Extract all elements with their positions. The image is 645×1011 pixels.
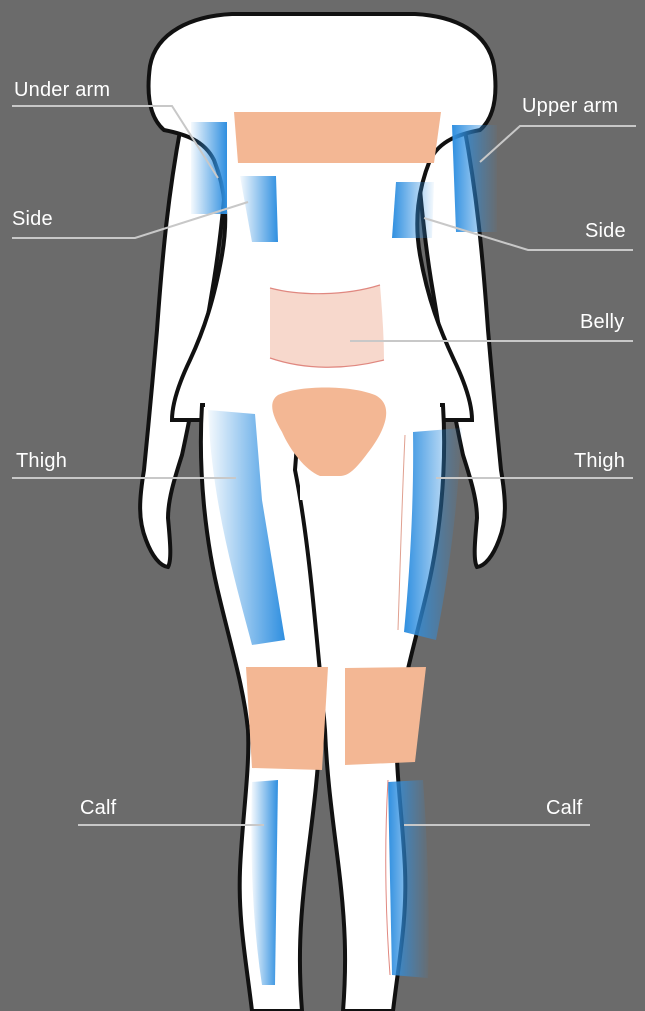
leader-upper-arm (480, 126, 636, 162)
calf-zone-right (388, 780, 429, 978)
label-thigh-left: Thigh (16, 450, 67, 472)
knee-zone-right (345, 667, 426, 765)
label-calf-right: Calf (546, 797, 582, 819)
label-upper-arm: Upper arm (522, 95, 618, 117)
crotch-fill (300, 478, 345, 500)
label-under-arm: Under arm (14, 79, 110, 101)
label-thigh-right: Thigh (574, 450, 625, 472)
side-zone-right (392, 182, 434, 238)
under-arm-zone (191, 122, 227, 214)
label-belly: Belly (580, 311, 624, 333)
label-side-right: Side (585, 220, 626, 242)
label-calf-left: Calf (80, 797, 116, 819)
chest-zone (234, 112, 441, 163)
upper-arm-zone (452, 125, 497, 232)
label-side-left: Side (12, 208, 53, 230)
knee-zone-left (246, 667, 328, 770)
belly-zone (270, 285, 384, 367)
